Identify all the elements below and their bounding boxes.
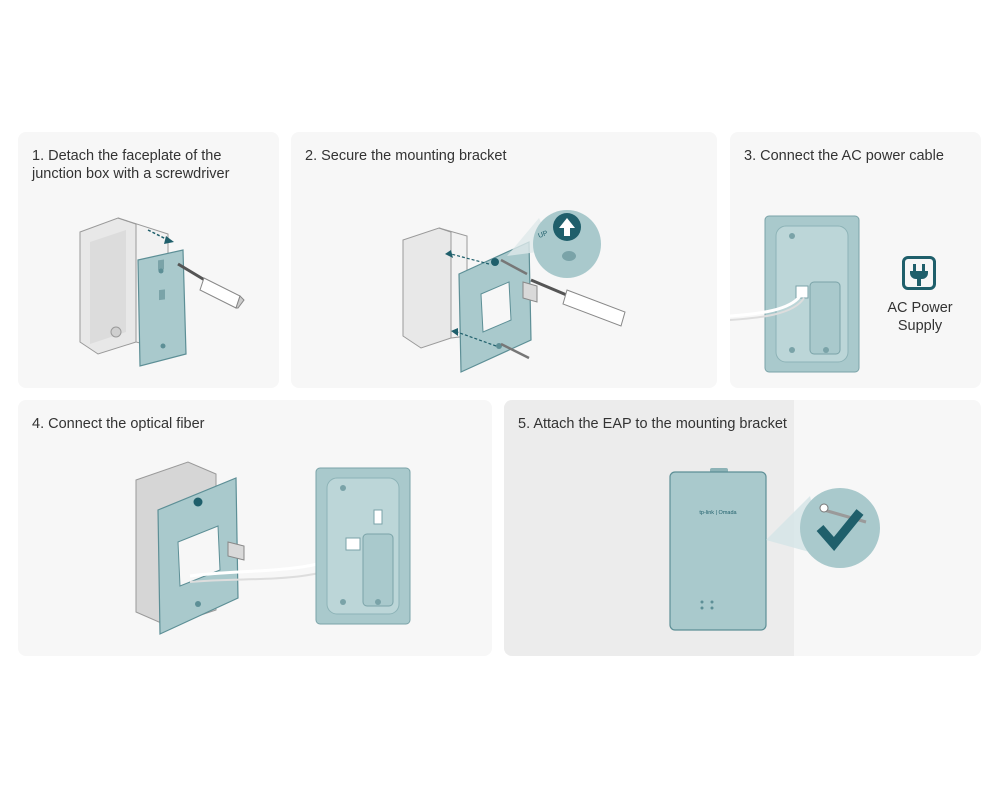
step-2-caption: 2. Secure the mounting bracket — [305, 148, 507, 164]
lock-check-zoom — [766, 488, 880, 568]
step-3-caption: 3. Connect the AC power cable — [744, 148, 944, 164]
step-4-panel: 4. Connect the optical fiber — [18, 400, 492, 656]
mounting-bracket-back — [764, 215, 860, 373]
step-4-caption: 4. Connect the optical fiber — [32, 416, 205, 432]
mounting-bracket — [157, 477, 245, 635]
detach-arrow — [147, 229, 174, 244]
guide-arrows — [445, 250, 497, 347]
ac-power-label: AC Power Supply — [887, 300, 953, 334]
step-1-panel: 1. Detach the faceplate of the junction … — [18, 132, 279, 388]
screwdriver — [530, 278, 626, 327]
ac-cable-illustration — [730, 215, 860, 373]
ac-cable — [730, 295, 805, 321]
optical-fiber-illustration — [135, 461, 411, 635]
screwdriver — [177, 262, 245, 309]
up-arrow-zoom: UP — [507, 210, 601, 278]
up-label: UP — [537, 230, 549, 240]
mounting-bracket — [458, 241, 538, 373]
eap-device: tp-link | Omada — [669, 468, 767, 631]
brand-logo: tp-link | Omada — [699, 510, 737, 516]
step-5-panel: 5. Attach the EAP to the mounting bracke… — [504, 400, 981, 656]
step-3-panel: 3. Connect the AC power cable AC Power S… — [730, 132, 981, 388]
screws — [500, 258, 530, 360]
junction-box — [402, 227, 468, 349]
plug-icon — [902, 256, 936, 290]
step-1-caption: 1. Detach the faceplate of the junction … — [32, 148, 230, 182]
faceplate-detach-illustration — [79, 217, 245, 367]
check-icon — [816, 509, 864, 551]
mounting-bracket-back — [315, 467, 411, 625]
attach-eap-illustration: tp-link | Omada — [669, 468, 880, 631]
step-2-panel: 2. Secure the mounting bracket — [291, 132, 717, 388]
mount-bracket-illustration: UP — [402, 210, 626, 373]
step-5-caption: 5. Attach the EAP to the mounting bracke… — [518, 416, 787, 432]
faceplate — [137, 249, 187, 367]
